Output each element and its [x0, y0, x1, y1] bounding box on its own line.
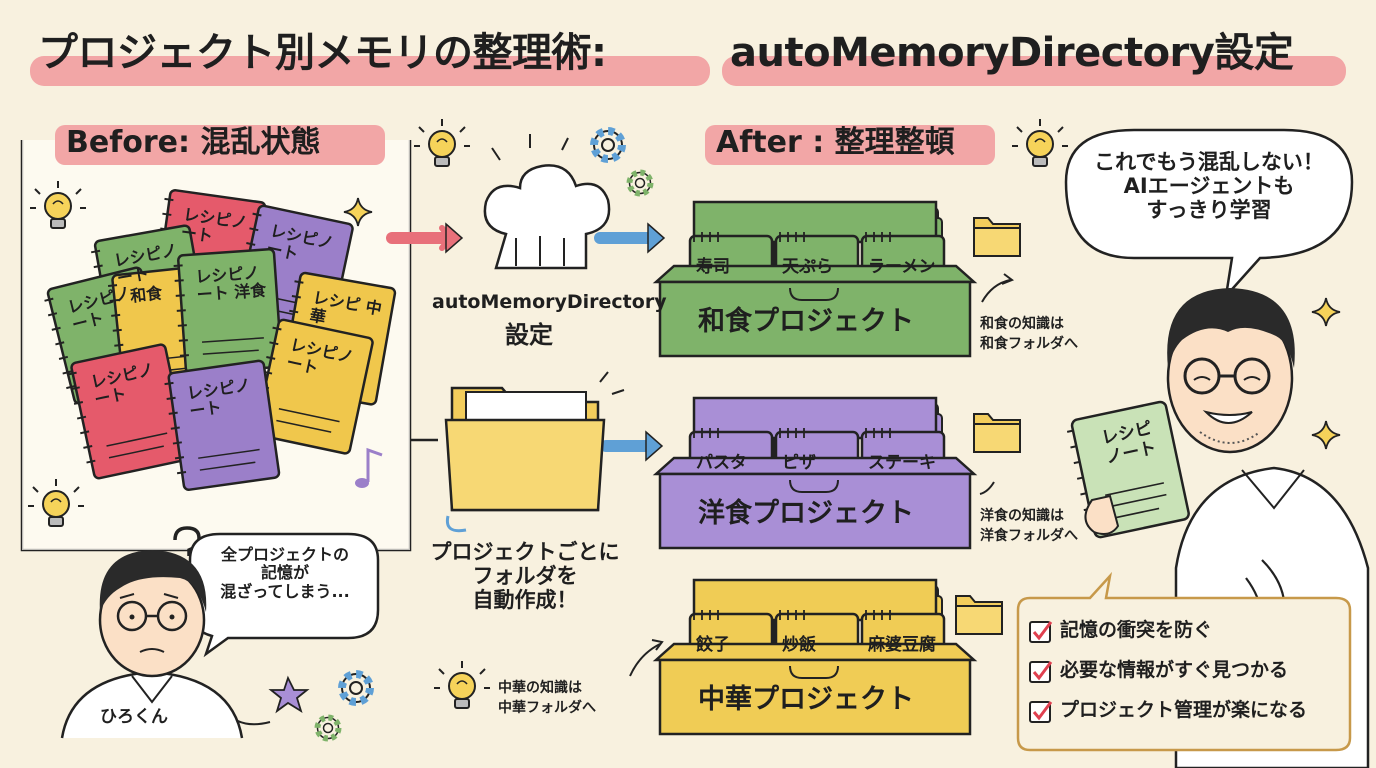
project-name: 中華プロジェクト — [698, 684, 914, 715]
right-bubble-line: AIエージェントも — [1123, 174, 1295, 199]
folder-icon — [973, 217, 1021, 257]
checkbox-group — [1029, 621, 1053, 723]
page-title-part1: プロジェクト別メモリの整理術: — [38, 30, 607, 76]
right-bubble-line: すっきり学習 — [1146, 198, 1272, 223]
project-tab: 炒飯 — [782, 635, 816, 655]
speech-bubble-right — [1064, 128, 1354, 300]
lightbulb-icon — [433, 660, 491, 709]
title-highlight-left — [30, 56, 710, 86]
character-hiro — [60, 550, 244, 739]
notebook-pile — [44, 189, 397, 491]
project-tab: ラーメン — [868, 257, 936, 277]
gear-icon — [318, 718, 339, 739]
project-note-line: 中華の知識は — [498, 680, 582, 696]
checkbox-icon — [1029, 701, 1051, 723]
project-note-line: 和食フォルダへ — [980, 336, 1078, 352]
character-name: ひろくん — [100, 707, 168, 727]
gear-icon — [594, 131, 622, 159]
checkbox-icon — [1029, 661, 1051, 683]
notebook — [173, 248, 283, 375]
after-header-bg — [705, 125, 995, 165]
process-label-line1: autoMemoryDirectory — [432, 291, 667, 313]
page-title-part2: autoMemoryDirectory設定 — [730, 30, 1294, 76]
left-bubble-line: 混ざってしまう... — [220, 581, 350, 601]
checklist-item: 記憶の衝突を防ぐ — [1060, 619, 1213, 641]
before-header: Before: 混乱状態 — [66, 125, 321, 160]
gear-icon — [630, 173, 651, 194]
project-note-line: 洋食の知識は — [980, 508, 1064, 524]
before-header-bg — [55, 125, 385, 165]
sparkle-icon — [1311, 420, 1341, 450]
after-header: After : 整理整頓 — [716, 125, 955, 160]
left-bubble-text: 全プロジェクトの 記憶が 混ざってしまう... — [196, 545, 374, 601]
process-label-line2: 設定 — [505, 321, 553, 349]
folder-icon — [955, 595, 1003, 635]
left-bubble-line: 記憶が — [260, 563, 309, 583]
folder-icon — [973, 413, 1021, 453]
project-box — [652, 578, 978, 736]
star-icon — [268, 675, 310, 714]
folder-caption-line: 自動作成！ — [472, 588, 578, 613]
checkbox-icon — [1029, 621, 1051, 643]
music-note-icon — [355, 447, 383, 488]
lightbulb-icon — [413, 118, 471, 167]
right-bubble-line: これでもう混乱しない！ — [1094, 150, 1324, 174]
project-name: 洋食プロジェクト — [698, 498, 914, 529]
project-tab: 麻婆豆腐 — [868, 635, 936, 655]
project-note-line: 和食の知識は — [980, 316, 1064, 332]
project-tab: パスタ — [696, 453, 747, 473]
project-tab: ピザ — [782, 453, 816, 473]
checklist-item: プロジェクト管理が楽になる — [1060, 699, 1308, 721]
notebook-label: レシピノート 洋食 — [194, 263, 267, 305]
project-tab: 天ぷら — [782, 257, 833, 277]
lightbulb-icon — [1011, 118, 1069, 167]
project-tab: ステーキ — [868, 453, 936, 473]
project-tab: 寿司 — [696, 257, 730, 277]
project-tab: 餃子 — [696, 635, 730, 655]
chef-hat-icon — [483, 134, 611, 270]
folder-caption-line: プロジェクトごとに — [430, 540, 620, 564]
title-highlight-right — [722, 56, 1346, 86]
left-bubble-line: 全プロジェクトの — [220, 545, 349, 564]
folder-caption: プロジェクトごとに フォルダを 自動作成！ — [420, 540, 630, 612]
project-boxes — [652, 200, 978, 736]
project-note-line: 洋食フォルダへ — [980, 528, 1078, 544]
folder-icon — [444, 371, 625, 512]
notebook — [164, 359, 281, 491]
held-notebook — [1066, 400, 1190, 539]
gear-icon — [342, 674, 370, 702]
project-name: 和食プロジェクト — [698, 306, 914, 337]
folder-caption-line: フォルダを — [472, 564, 578, 589]
project-note-line: 中華フォルダへ — [498, 700, 596, 716]
checklist-item: 必要な情報がすぐ見つかる — [1060, 659, 1289, 681]
project-box — [652, 396, 978, 550]
right-bubble-text: これでもう混乱しない！ AIエージェントも すっきり学習 — [1068, 150, 1350, 222]
project-box — [652, 200, 978, 358]
sparkle-icon — [1311, 297, 1341, 327]
checklist-box — [1016, 571, 1352, 752]
